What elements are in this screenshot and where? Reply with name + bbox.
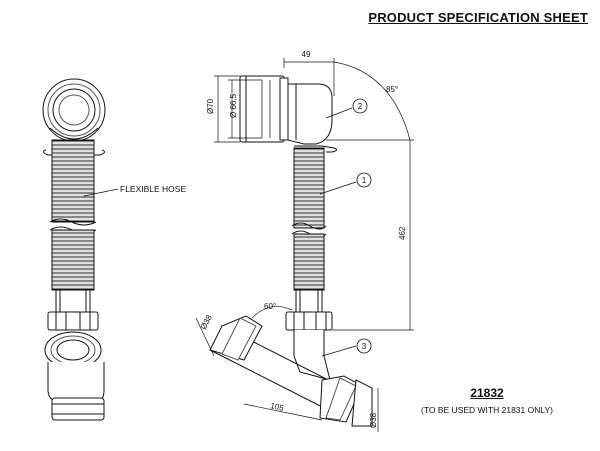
side-hose-lower <box>293 233 325 291</box>
flexible-hose-label: FLEXIBLE HOSE <box>120 184 186 194</box>
dim-70: Ø70 <box>206 98 215 114</box>
dimension-lines <box>195 58 414 432</box>
dim-38-left: Ø38 <box>199 313 214 331</box>
product-code: 21832 <box>470 386 504 400</box>
top-cap <box>42 78 106 142</box>
side-nut <box>285 311 333 331</box>
dim-49: 49 <box>302 50 311 59</box>
product-note: (TO BE USED WITH 21831 ONLY) <box>421 405 553 415</box>
sheet-title: PRODUCT SPECIFICATION SHEET <box>368 10 588 25</box>
svg-text:2: 2 <box>358 102 363 111</box>
callout-1: 1 <box>356 172 372 188</box>
dim-105: 105 <box>270 401 285 413</box>
side-view <box>209 75 373 427</box>
flexible-hose-upper <box>51 139 95 223</box>
dim-462: 462 <box>398 226 407 240</box>
dim-66-5: Ø 66,5 <box>229 93 238 118</box>
front-view <box>42 78 106 421</box>
dim-38-right: Ø38 <box>369 412 378 428</box>
side-hose-upper <box>293 147 325 229</box>
svg-text:3: 3 <box>362 342 367 351</box>
svg-text:1: 1 <box>362 176 367 185</box>
dim-60deg: 60° <box>264 302 276 311</box>
callout-3: 3 <box>356 338 372 354</box>
flexible-hose-leader <box>83 188 119 197</box>
callout-2: 2 <box>352 98 368 114</box>
dim-85deg: 85° <box>386 85 398 94</box>
flexible-hose-lower <box>51 229 95 291</box>
